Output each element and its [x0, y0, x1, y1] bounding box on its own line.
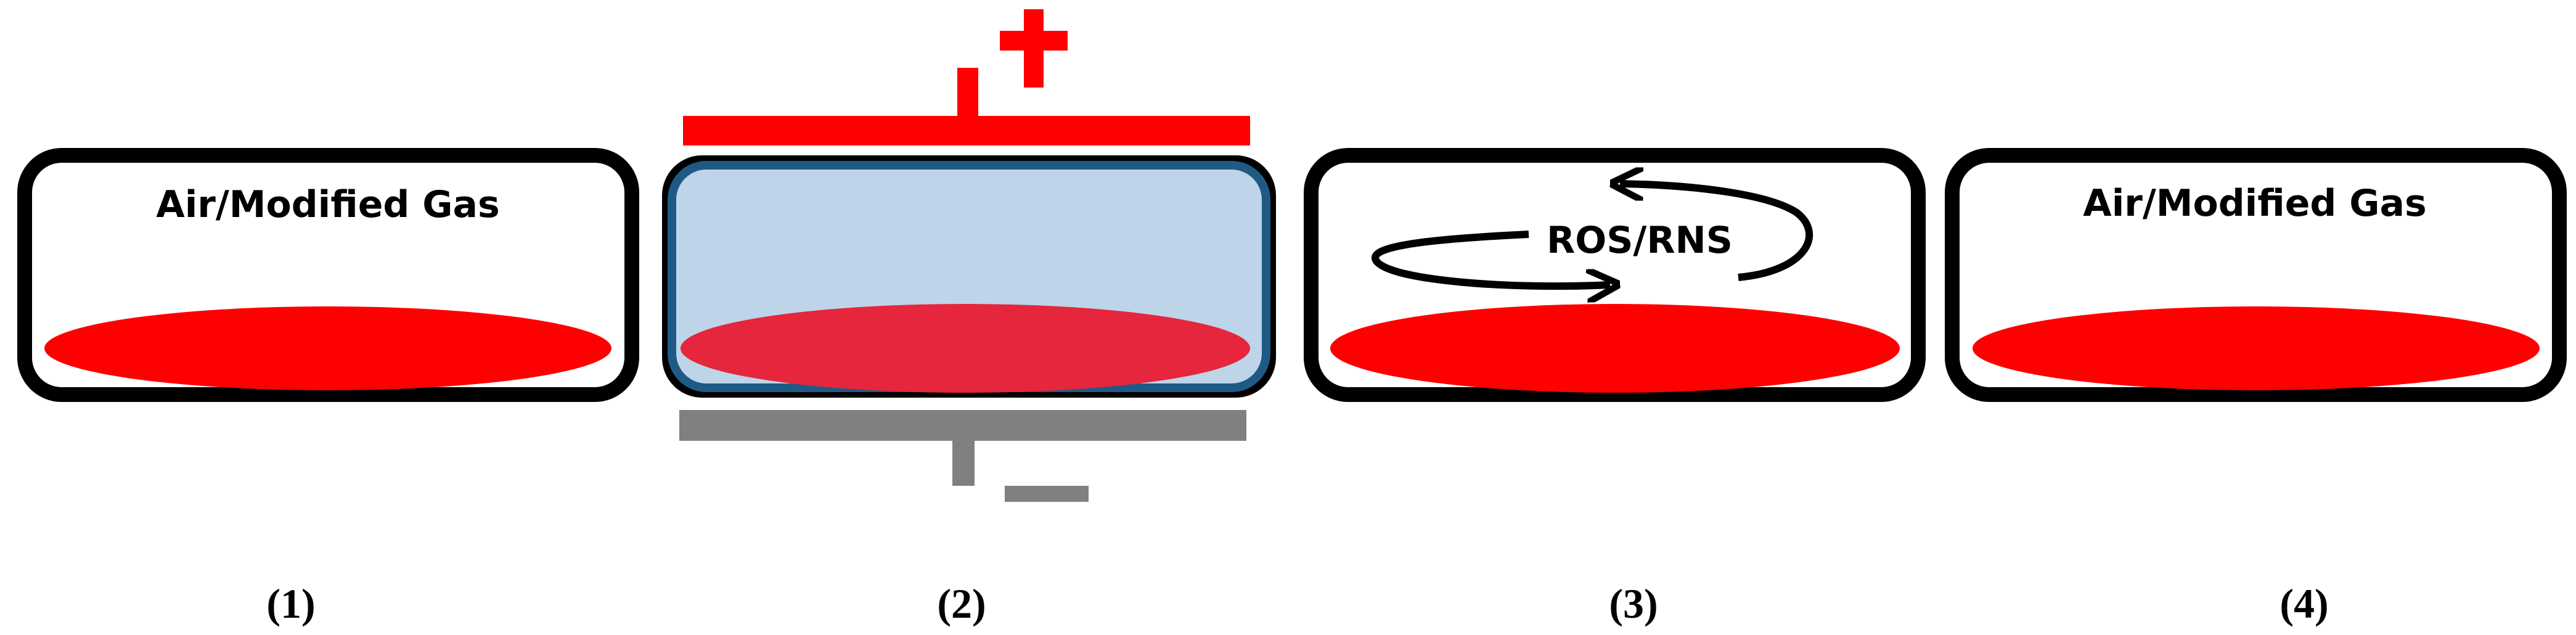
gas-label: Air/Modified Gas: [156, 183, 499, 226]
panel-1: Air/Modified Gas: [17, 148, 639, 402]
ros-rns-label: ROS/RNS: [1547, 219, 1733, 262]
ground-electrode: [679, 410, 1246, 441]
panel-2: [662, 9, 1276, 502]
food-sample: [44, 306, 611, 390]
food-sample: [681, 304, 1250, 393]
caption-2: (2): [937, 580, 986, 627]
caption-1: (1): [266, 580, 315, 627]
food-sample: [1973, 306, 2540, 390]
food-sample: [1330, 304, 1900, 393]
minus-sign-icon: [1005, 486, 1089, 502]
ground-electrode-stem: [952, 438, 975, 486]
circular-arrow-icon: [1372, 184, 1813, 286]
high-voltage-electrode-stem: [957, 68, 978, 123]
panel-3: ROS/RNS: [1304, 148, 1926, 402]
panel-4: Air/Modified Gas: [1945, 148, 2567, 402]
caption-3: (3): [1609, 580, 1658, 627]
gas-label: Air/Modified Gas: [2083, 182, 2426, 225]
plus-sign-icon: [1000, 9, 1068, 88]
caption-4: (4): [2280, 580, 2328, 627]
